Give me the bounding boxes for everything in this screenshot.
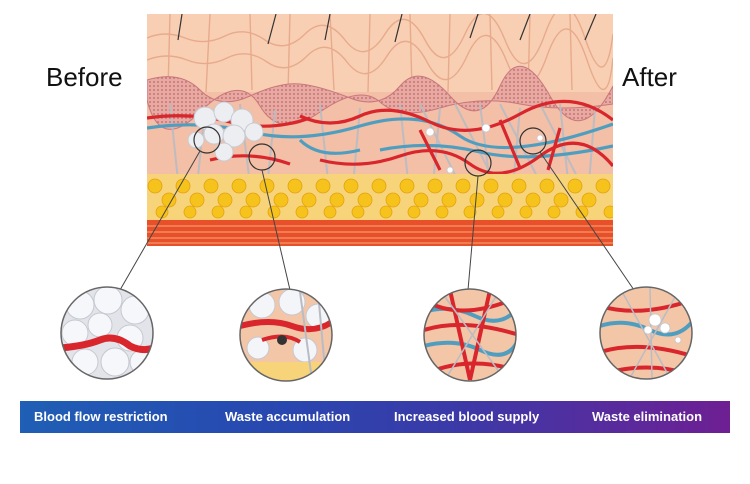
stage-label-blood-flow-restriction: Blood flow restriction (34, 409, 168, 424)
stage-label-waste-elimination: Waste elimination (592, 409, 703, 424)
hairs (177, 14, 597, 45)
fat-cells (147, 178, 613, 219)
after-label: After (622, 62, 677, 92)
small-waste (425, 123, 544, 174)
muscle-layer (147, 220, 613, 246)
waste-cluster (187, 101, 264, 162)
marker-1 (193, 126, 221, 154)
epidermis-layer (147, 14, 613, 92)
muscle-striations (147, 225, 613, 244)
stage-label-waste-accumulation: Waste accumulation (225, 409, 351, 424)
zoom-circle-2 (239, 288, 333, 382)
connector-2 (261, 169, 291, 291)
blue-vessels (147, 117, 613, 159)
skin-cross-section-illustration (60, 14, 693, 382)
connector-3 (467, 175, 479, 291)
zoom-circle-1 (60, 286, 154, 380)
marker-4 (519, 127, 547, 155)
epidermis-cells (147, 14, 613, 93)
connector-1 (119, 150, 201, 291)
stage-label-bar: Blood flow restriction Waste accumulatio… (20, 401, 730, 433)
connector-4 (539, 151, 635, 291)
before-label: Before (46, 62, 123, 92)
connector-lines (119, 150, 635, 291)
stage-label-increased-blood-supply: Increased blood supply (394, 409, 540, 424)
skin-block (147, 14, 613, 246)
zoom-circle-4 (599, 286, 693, 380)
zoom-circle-3 (423, 288, 517, 382)
